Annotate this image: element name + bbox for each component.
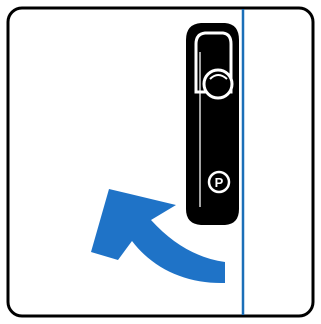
panel-frame [8,8,313,316]
lock-label: P [215,175,224,190]
door-handle: P [186,23,239,225]
